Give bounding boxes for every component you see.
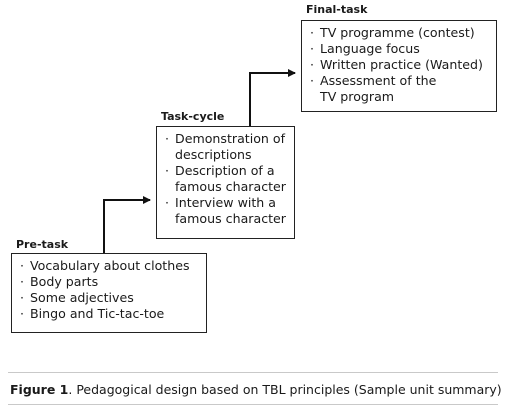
caption-rule-top xyxy=(8,372,498,373)
caption-rule-bottom xyxy=(8,404,498,405)
task-cycle-box: Demonstration of descriptions Descriptio… xyxy=(156,126,295,239)
caption-text: . Pedagogical design based on TBL princi… xyxy=(68,382,502,397)
list-item: Language focus xyxy=(310,41,488,57)
list-item: TV programme (contest) xyxy=(310,25,488,41)
list-item: Assessment of the TV program xyxy=(310,73,488,105)
list-item: Written practice (Wanted) xyxy=(310,57,488,73)
list-item: Bingo and Tic-tac-toe xyxy=(20,306,198,322)
list-item: Description of a famous character xyxy=(165,163,286,195)
final-task-label: Final-task xyxy=(306,3,368,16)
task-cycle-list: Demonstration of descriptions Descriptio… xyxy=(165,131,286,227)
arrow-pre-to-task-cycle xyxy=(103,196,151,253)
list-item: Vocabulary about clothes xyxy=(20,258,198,274)
list-item: Interview with a famous character xyxy=(165,195,286,227)
arrow-task-cycle-to-final xyxy=(249,69,296,126)
final-task-list: TV programme (contest) Language focus Wr… xyxy=(310,25,488,105)
final-task-box: TV programme (contest) Language focus Wr… xyxy=(301,20,497,112)
task-cycle-label: Task-cycle xyxy=(161,110,225,123)
figure-label: Figure 1 xyxy=(10,382,69,397)
figure-caption: Figure 1. Pedagogical design based on TB… xyxy=(10,382,502,397)
list-item: Demonstration of descriptions xyxy=(165,131,286,163)
pre-task-label: Pre-task xyxy=(16,238,69,251)
pre-task-list: Vocabulary about clothes Body parts Some… xyxy=(20,258,198,322)
list-item: Some adjectives xyxy=(20,290,198,306)
list-item: Body parts xyxy=(20,274,198,290)
pre-task-box: Vocabulary about clothes Body parts Some… xyxy=(11,253,207,333)
